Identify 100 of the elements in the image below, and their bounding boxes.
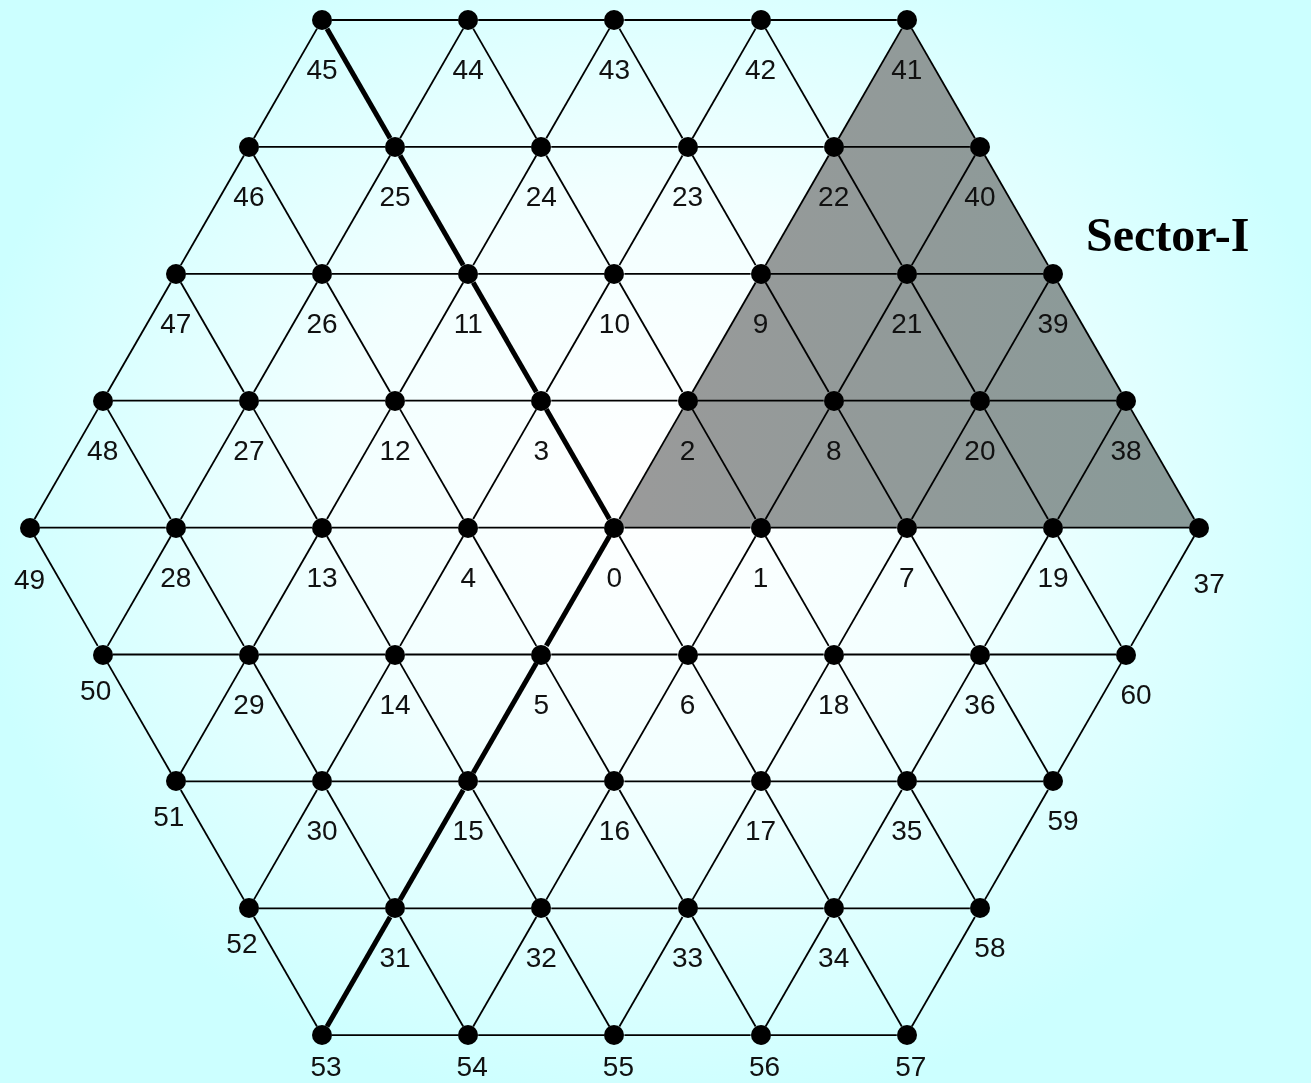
vertex-number: 58 (974, 933, 1006, 964)
edge-line (837, 662, 903, 774)
edge-line (837, 281, 903, 393)
edge-line (404, 399, 533, 402)
edge-line (984, 535, 1049, 647)
edge-line (471, 661, 539, 774)
edge-line (623, 272, 752, 275)
edge-line (837, 535, 903, 647)
edge-line (324, 27, 393, 140)
edge-line (179, 789, 245, 901)
vertex-number: 26 (306, 308, 338, 339)
vertex-number: 4 (460, 562, 476, 593)
vertex-number: 9 (752, 308, 769, 339)
vertex-dot (677, 136, 698, 157)
edge-line (179, 662, 245, 774)
edge-line (258, 653, 386, 656)
edge-line (691, 789, 757, 901)
edge-line (764, 662, 830, 774)
vertex-dot (604, 10, 625, 30)
edge-line (691, 662, 757, 774)
vertex-dot (385, 644, 406, 665)
vertex-number: 13 (306, 562, 338, 593)
vertex-number: 59 (1047, 806, 1079, 837)
edge-line (253, 154, 318, 267)
edge-line (326, 281, 391, 393)
vertex-dot (165, 517, 186, 538)
vertex-dot (165, 263, 186, 284)
vertex-number: 44 (452, 55, 484, 85)
edge-line (910, 154, 976, 267)
edge-line (837, 916, 903, 1028)
vertex-number: 16 (598, 816, 630, 847)
vertex-dot (896, 1025, 917, 1046)
vertex-number: 54 (456, 1052, 488, 1083)
vertex-number: 32 (525, 943, 557, 974)
edge-line (184, 780, 313, 783)
vertex-dot (823, 898, 844, 919)
vertex-dot (677, 644, 698, 665)
vertex-number: 23 (671, 181, 704, 212)
edge-line (111, 399, 240, 402)
edge-line (545, 281, 611, 393)
edge-line (253, 281, 318, 393)
edge-line (696, 146, 825, 148)
edge-line (399, 916, 465, 1028)
vertex-dot (1116, 644, 1137, 665)
edge-line (253, 535, 318, 647)
edge-line (472, 789, 538, 901)
edge-line (910, 281, 976, 393)
vertex-number: 3 (533, 435, 550, 466)
edge-line (331, 272, 460, 275)
vertex-dot (1116, 390, 1137, 411)
edge-line (106, 662, 172, 774)
edge-line (696, 399, 825, 402)
edge-line (545, 916, 611, 1028)
edge-line (984, 408, 1049, 520)
edge-line (764, 154, 830, 267)
edge-line (769, 780, 898, 783)
edge-line (769, 1034, 898, 1037)
edge-line (764, 916, 830, 1028)
vertex-dot (969, 898, 990, 919)
vertex-number: 36 (964, 689, 996, 720)
vertex-number: 14 (379, 689, 411, 720)
edge-line (106, 408, 172, 520)
vertex-dot (458, 263, 479, 284)
vertex-dot (385, 390, 406, 411)
vertex-number: 5 (533, 689, 550, 720)
vertex-dot (531, 898, 552, 919)
vertex-dot (677, 390, 698, 411)
edge-line (837, 408, 903, 520)
vertex-dot (238, 644, 259, 665)
edge-line (472, 408, 538, 520)
vertex-number: 24 (525, 181, 557, 212)
edge-line (326, 789, 391, 901)
vertex-number: 7 (899, 562, 915, 593)
edge-line (550, 146, 679, 148)
vertex-number: 18 (818, 689, 850, 720)
edge-line (842, 907, 971, 910)
vertex-dot (604, 771, 625, 792)
edge-line (691, 535, 757, 647)
edge-line (984, 154, 1049, 267)
vertex-number: 10 (598, 308, 630, 339)
edge-line (691, 916, 757, 1028)
vertex-dot (92, 390, 113, 411)
edge-line (618, 789, 684, 901)
vertex-number: 45 (306, 55, 338, 85)
edge-line (915, 272, 1044, 275)
vertex-dot (750, 263, 771, 284)
edge-line (397, 788, 466, 901)
vertex-dot (312, 517, 332, 538)
edge-line (331, 19, 460, 21)
edge-line (111, 653, 240, 656)
vertex-number: 52 (226, 929, 258, 960)
vertex-dot (385, 136, 406, 157)
vertex-dot (896, 771, 917, 792)
edge-line (691, 408, 757, 520)
edge-line (910, 408, 976, 520)
edge-line (471, 281, 539, 394)
edge-line (696, 653, 825, 656)
vertex-number: 27 (233, 435, 265, 466)
edge-line (477, 272, 606, 275)
vertex-dot (750, 771, 771, 792)
